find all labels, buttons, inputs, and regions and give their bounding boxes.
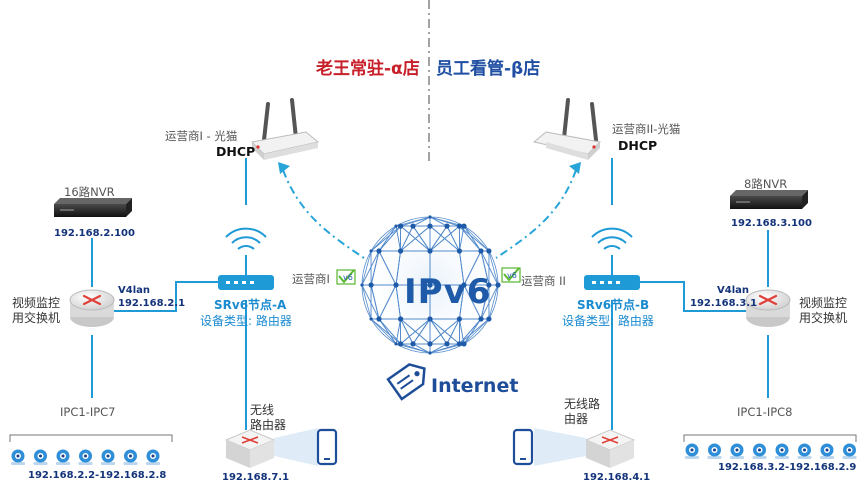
right-ipc-label: IPC1-IPC8 bbox=[737, 405, 793, 419]
left-v4lan-ip: 192.168.2.1 bbox=[118, 298, 186, 309]
right-ipc-range: 192.168.3.2-192.168.2.9 bbox=[718, 462, 857, 473]
left-carrier-label: 运营商Ⅰ bbox=[292, 272, 330, 286]
left-nvr-ip: 192.168.2.100 bbox=[54, 228, 135, 239]
right-modem-label: 运营商II-光猫 bbox=[612, 122, 681, 136]
right-v4lan-ip: 192.168.3.1 bbox=[690, 298, 758, 309]
left-nvr-icon bbox=[54, 198, 132, 217]
left-ipc-range: 192.168.2.2-192.168.2.8 bbox=[28, 470, 167, 481]
ipc-camera-icon bbox=[146, 449, 160, 465]
arrow-right-up bbox=[569, 162, 581, 174]
ipc-camera-icon bbox=[33, 449, 48, 465]
left-switch-label: 视频监控 用交换机 bbox=[12, 296, 61, 325]
ipc-camera-icon bbox=[685, 443, 699, 459]
right-switch-icon bbox=[745, 289, 791, 327]
right-ipc-bracket bbox=[683, 434, 857, 442]
right-signal-beam bbox=[534, 428, 586, 466]
ipc-camera-icon bbox=[78, 449, 93, 465]
left-nvr-label: 16路NVR bbox=[64, 185, 115, 199]
right-srv6-router-icon bbox=[584, 227, 640, 290]
ipc-camera-icon bbox=[752, 443, 767, 459]
left-modem-dhcp: DHCP bbox=[216, 144, 256, 159]
left-srv6-title: SRv6节点-A bbox=[214, 298, 287, 312]
right-switch-label: 视频监控 用交换机 bbox=[799, 296, 848, 325]
left-ipc-label: IPC1-IPC7 bbox=[60, 405, 116, 419]
right-srv6-type: 设备类型: 路由器 bbox=[562, 314, 654, 328]
right-v4lan: V4lan bbox=[717, 285, 749, 296]
left-switch-icon bbox=[69, 289, 115, 327]
dashed-left bbox=[282, 169, 365, 259]
right-wireless-router-icon bbox=[584, 429, 636, 468]
right-modem-dhcp: DHCP bbox=[618, 138, 658, 153]
right-wireless-router-ip: 192.168.4.1 bbox=[583, 472, 651, 483]
left-modem-icon bbox=[250, 98, 320, 160]
arrow-left-up bbox=[278, 162, 290, 174]
ipv6-globe bbox=[358, 213, 502, 357]
links bbox=[91, 158, 769, 430]
ipc-camera-icon bbox=[101, 449, 115, 465]
left-ipc-bracket bbox=[9, 434, 173, 442]
ipc-camera-icon bbox=[707, 443, 722, 459]
internet-label: Internet bbox=[431, 375, 519, 397]
right-modem-icon bbox=[532, 98, 602, 160]
right-nvr-ip: 192.168.3.100 bbox=[731, 218, 812, 229]
ipc-camera-icon bbox=[11, 449, 25, 465]
left-v4lan: V4lan bbox=[118, 285, 150, 296]
ipc-camera-icon bbox=[842, 443, 857, 459]
left-modem-label: 运营商Ⅰ - 光猫 bbox=[165, 129, 238, 143]
tag-icon bbox=[386, 363, 426, 401]
left-phone-icon bbox=[316, 428, 338, 466]
ipc-camera-icon bbox=[797, 443, 812, 459]
left-wireless-router-label: 无线 路由器 bbox=[250, 403, 287, 432]
right-srv6-title: SRv6节点-B bbox=[577, 298, 650, 312]
title-alpha-store: 老王常驻-α店 bbox=[316, 59, 420, 79]
link-left-switch-srv6 bbox=[114, 281, 218, 312]
link-right-switch-srv6 bbox=[640, 281, 746, 312]
left-ipc-cameras bbox=[11, 449, 160, 465]
v6-badge-left: v6 bbox=[336, 269, 356, 285]
dashed-links bbox=[282, 169, 577, 259]
left-srv6-router-icon bbox=[218, 227, 274, 290]
right-wireless-router-label: 无线路 由器 bbox=[564, 397, 601, 426]
right-phone-icon bbox=[512, 428, 534, 466]
ipc-camera-icon bbox=[56, 449, 70, 465]
left-wireless-router-ip: 192.168.7.1 bbox=[222, 472, 290, 483]
left-srv6-type: 设备类型: 路由器 bbox=[200, 314, 292, 328]
svg-text:v6: v6 bbox=[507, 271, 517, 280]
v6-badge-right: v6 bbox=[501, 267, 521, 283]
ipc-camera-icon bbox=[820, 443, 834, 459]
left-wireless-router-icon bbox=[224, 429, 276, 468]
right-carrier-label: 运营商 II bbox=[521, 274, 566, 288]
left-signal-beam bbox=[274, 428, 318, 466]
dashed-right bbox=[495, 169, 577, 259]
ipv6-label: IPv6 bbox=[404, 272, 492, 312]
ipc-camera-icon bbox=[775, 443, 789, 459]
ipc-camera-icon bbox=[123, 449, 138, 465]
svg-text:v6: v6 bbox=[343, 273, 353, 282]
right-nvr-icon bbox=[730, 190, 808, 209]
ipc-camera-icon bbox=[730, 443, 744, 459]
right-nvr-label: 8路NVR bbox=[744, 177, 788, 191]
title-beta-store: 员工看管-β店 bbox=[436, 59, 541, 79]
right-ipc-cameras bbox=[685, 443, 857, 459]
